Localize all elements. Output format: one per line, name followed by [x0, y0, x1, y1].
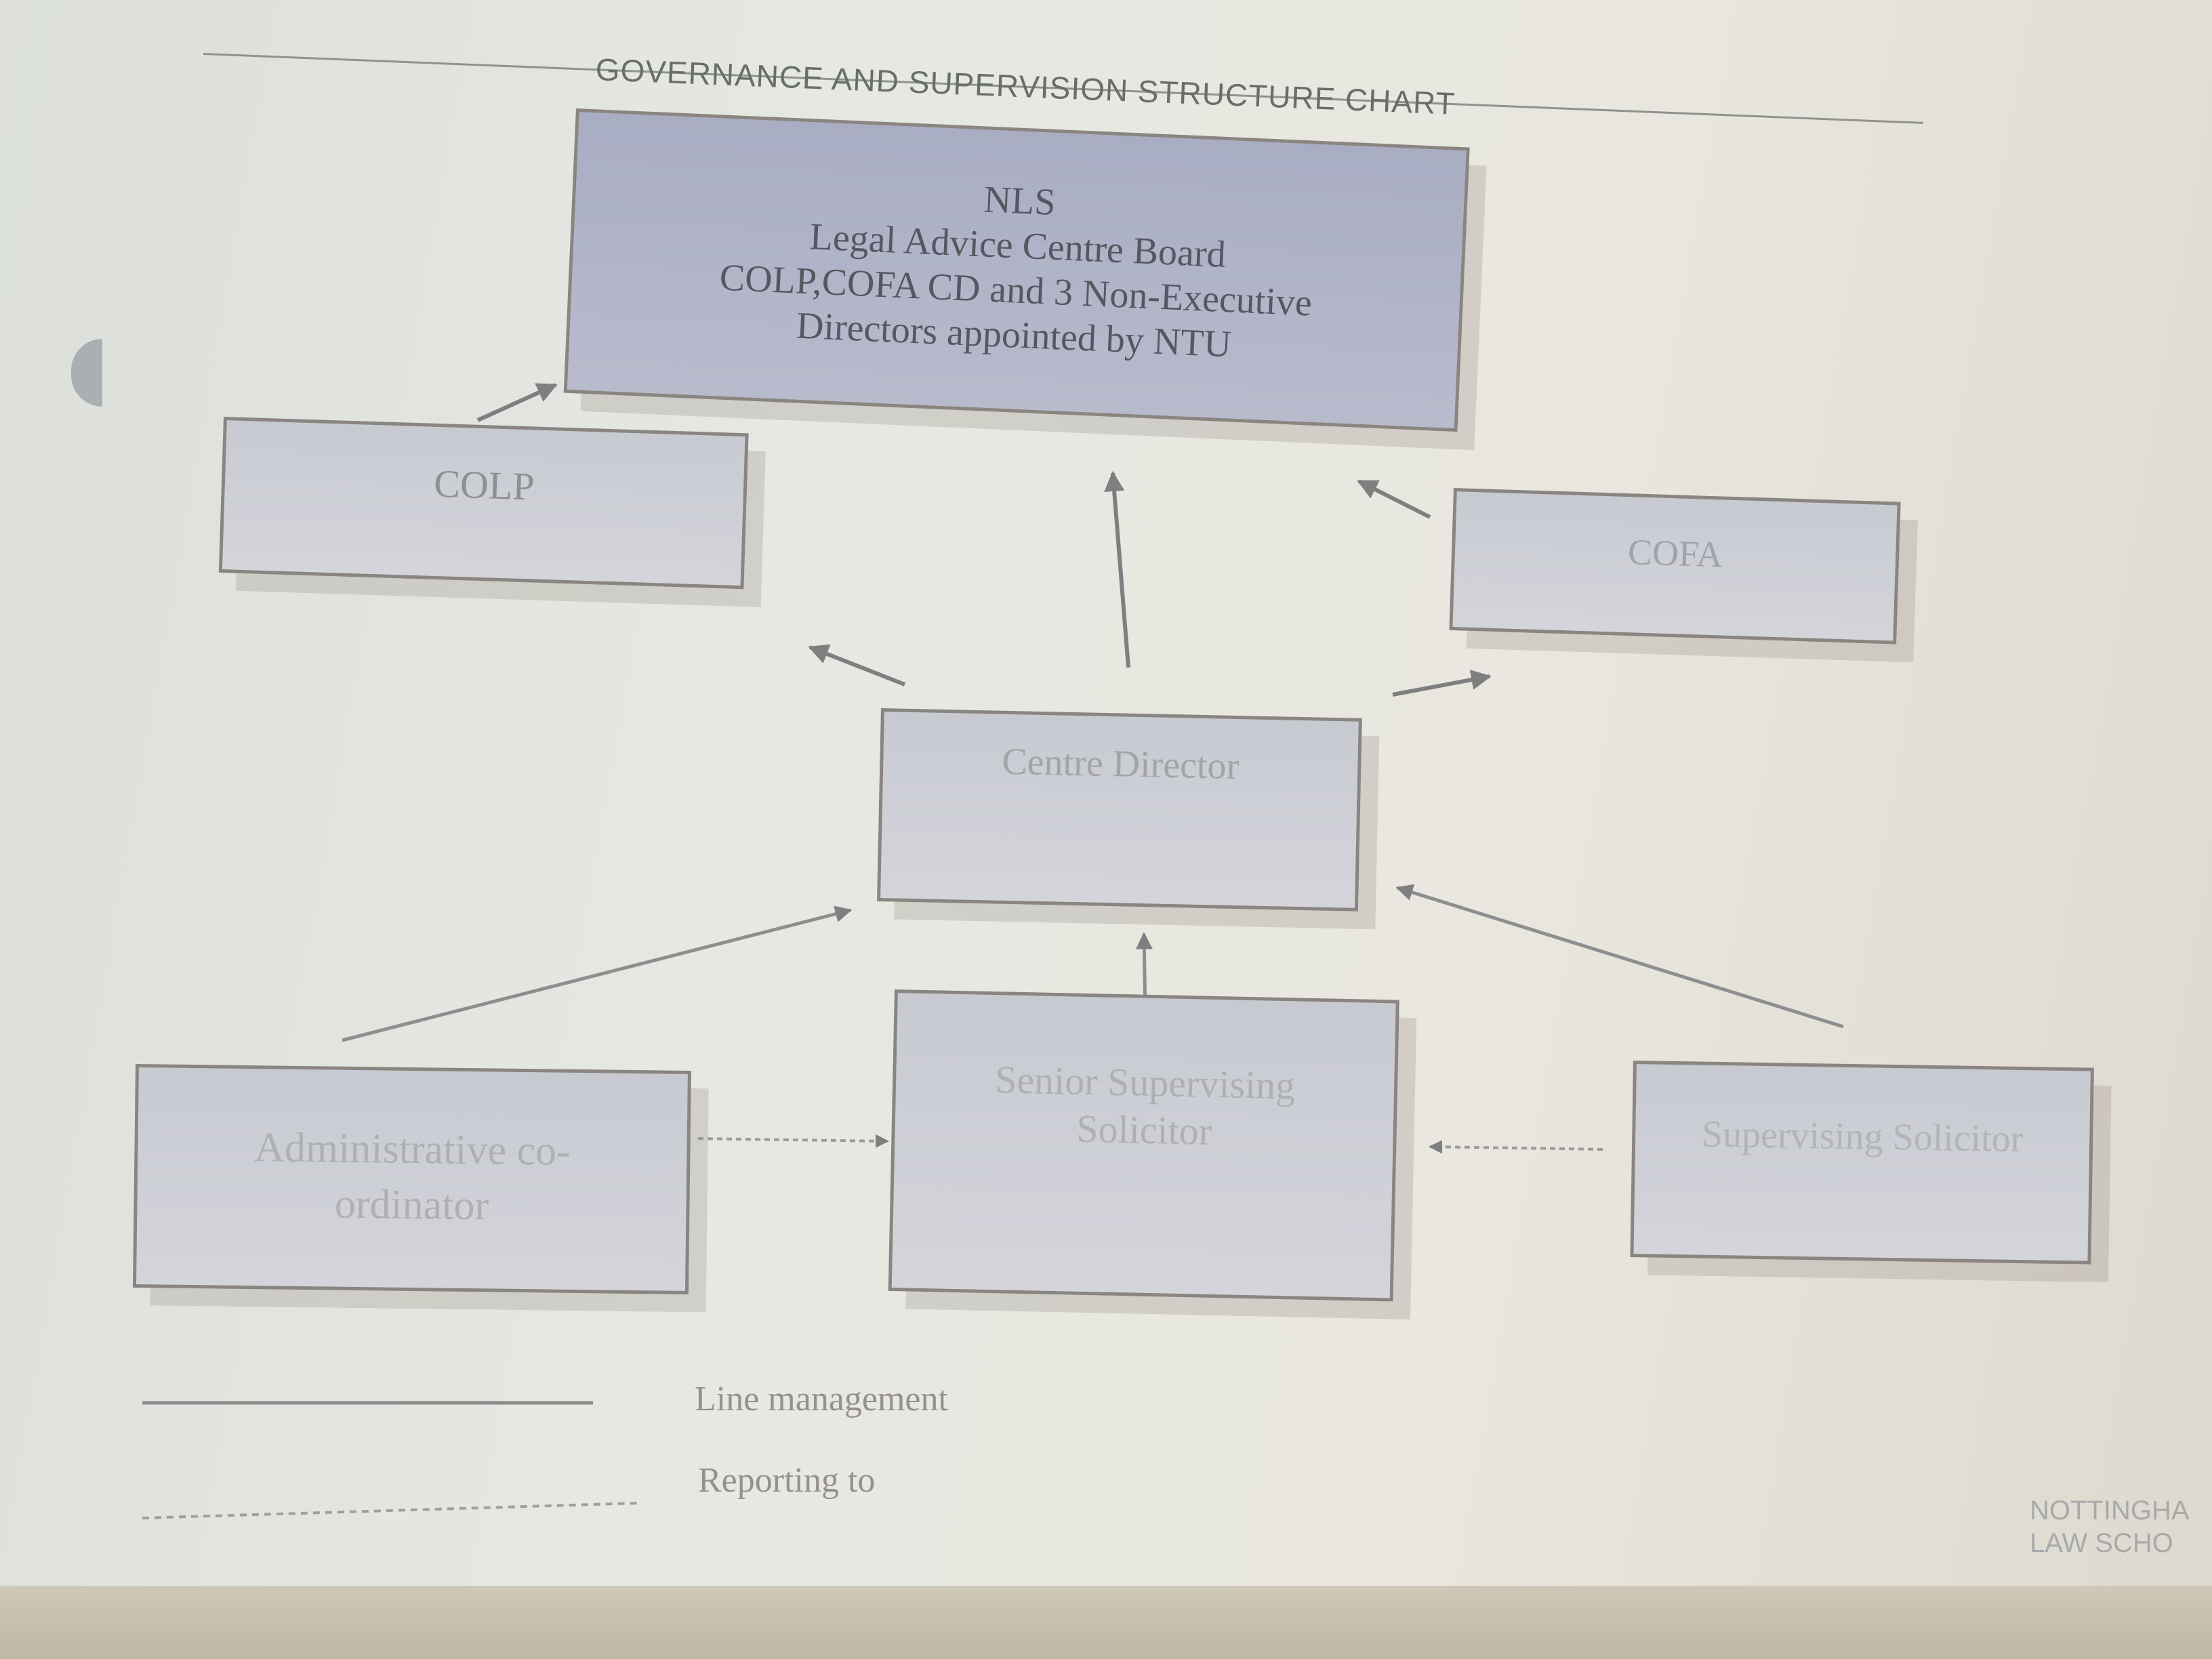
edge-director-to-cofa: [1392, 670, 1492, 697]
node-supervising-solicitor: Supervising Solicitor: [1630, 1061, 2094, 1265]
node-centre-director: Centre Director: [877, 708, 1362, 912]
cofa-label: COFA: [1627, 531, 1724, 575]
edge-director-to-colp: [808, 644, 906, 687]
edge-admin-to-senior: [697, 1134, 889, 1148]
colp-label: COLP: [433, 461, 535, 509]
edge-director-to-board: [1104, 471, 1130, 668]
legend-reporting-to: Reporting to: [698, 1461, 876, 1500]
legend-line-management: Line management: [695, 1380, 948, 1418]
admin-line-1: Administrative co-: [253, 1124, 571, 1174]
logo-line-1: NOTTINGHA: [2030, 1496, 2190, 1525]
senior-line-2: Solicitor: [1076, 1106, 1212, 1153]
node-administrative-coordinator: Administrative co- ordinator: [132, 1064, 691, 1294]
edge-colp-to-board: [476, 383, 558, 422]
node-senior-supervising-solicitor: Senior Supervising Solicitor: [888, 989, 1399, 1302]
logo-line-2: LAW SCHO: [2030, 1528, 2173, 1558]
edge-supervising-to-senior: [1429, 1140, 1603, 1154]
law-school-logo: NOTTINGHA LAW SCHO: [2030, 1494, 2212, 1559]
edge-admin-to-director: [342, 905, 853, 1042]
centre-director-label: Centre Director: [1001, 740, 1240, 788]
supervising-solicitor-label: Supervising Solicitor: [1701, 1113, 2024, 1161]
edge-cofa-to-board: [1357, 479, 1431, 519]
node-board: NLS Legal Advice Centre Board COLP,COFA …: [563, 108, 1470, 432]
legend-dashed-line: [142, 1502, 638, 1519]
edge-supervising-to-director: [1395, 884, 1844, 1029]
projector-bottom-edge: [0, 1586, 2212, 1659]
node-colp: COLP: [218, 417, 749, 590]
node-cofa: COFA: [1449, 488, 1901, 644]
admin-line-2: ordinator: [334, 1181, 489, 1229]
